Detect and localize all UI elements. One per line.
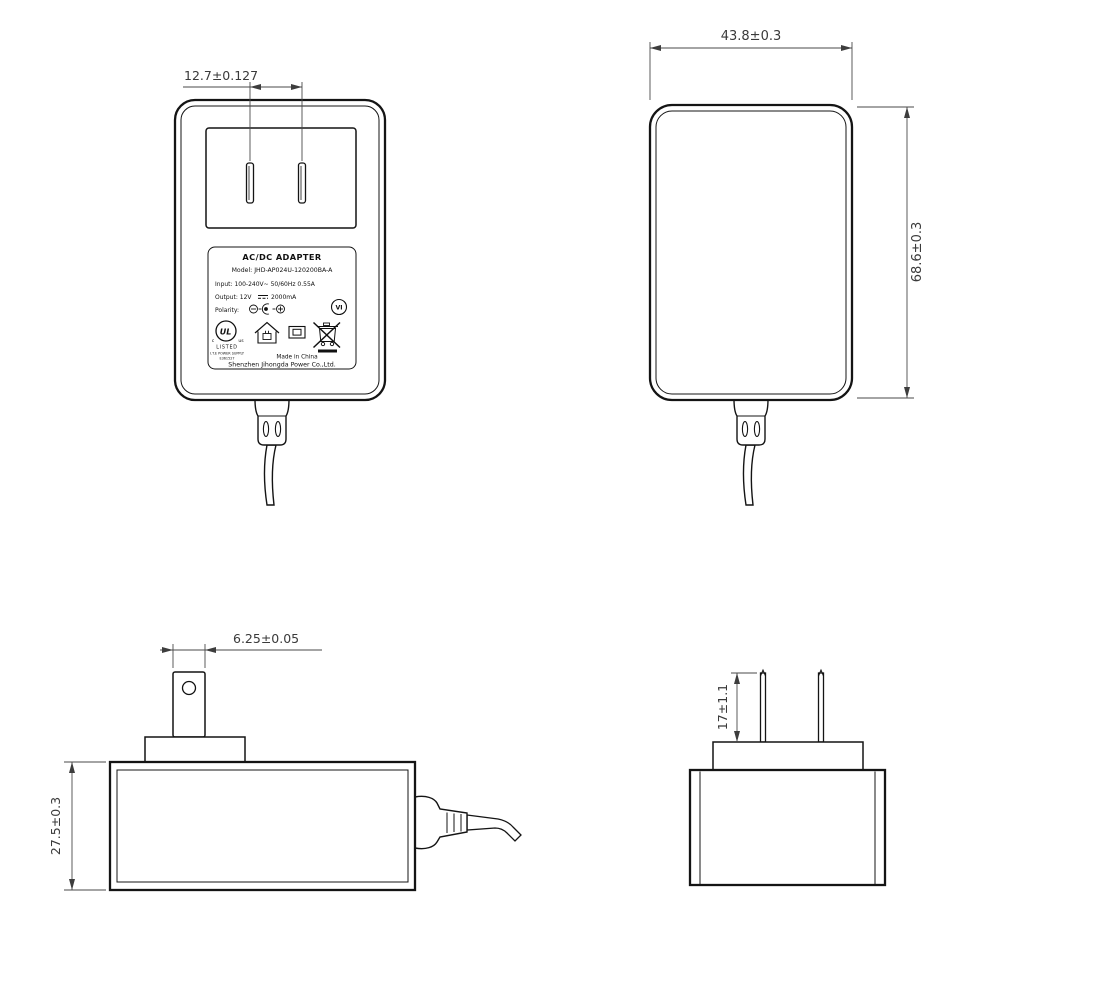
weee-bin-icon	[312, 321, 341, 353]
rating-label: AC/DC ADAPTER Model: JHD-AP024U-120200BA…	[207, 246, 357, 370]
side-body-inner-outline	[116, 769, 409, 883]
back-strain-relief	[733, 398, 769, 506]
bottom-view: 17±1.1	[688, 668, 887, 887]
label-model: Model: JHD-AP024U-120200BA-A	[232, 267, 334, 274]
weee-bar	[318, 349, 337, 353]
bottom-plug-platform	[712, 741, 864, 771]
label-input: Input: 100-240V~ 50/60Hz 0.55A	[215, 281, 316, 288]
label-title: AC/DC ADAPTER	[242, 252, 321, 262]
dim-body-height: 68.6±0.3	[857, 106, 925, 399]
ul-us: us	[238, 339, 244, 344]
dc-symbol-icon	[258, 295, 268, 299]
ul-file-number: E361527	[219, 357, 234, 361]
bottom-prong-left	[759, 668, 767, 743]
side-plug-base	[144, 736, 246, 763]
dim-prong-spacing-text: 12.7±0.127	[184, 68, 258, 83]
plug-prong-right	[297, 162, 307, 204]
double-insulated-icon	[288, 325, 306, 339]
efficiency-vi-icon: VI	[330, 298, 348, 316]
front-strain-relief	[254, 398, 290, 506]
dim-body-height-text: 68.6±0.3	[910, 222, 925, 283]
side-strain-relief	[414, 795, 468, 850]
bottom-prong-right	[817, 668, 825, 743]
indoor-use-icon	[254, 321, 280, 344]
ul-listed: LISTED	[216, 345, 238, 351]
front-view: AC/DC ADAPTER Model: JHD-AP024U-120200BA…	[173, 68, 387, 506]
dim-body-width-text: 43.8±0.3	[721, 29, 782, 44]
dim-blade-width-text: 6.25±0.05	[233, 631, 299, 646]
dim-body-thickness-text: 27.5±0.3	[48, 797, 63, 855]
dim-blade-width: 6.25±0.05	[160, 631, 322, 668]
dim-body-thickness: 27.5±0.3	[48, 761, 106, 891]
label-polarity: Polarity:	[215, 307, 239, 314]
label-output-prefix: Output: 12V	[215, 294, 252, 301]
polarity-symbol-icon	[249, 303, 285, 315]
efficiency-vi-text: VI	[335, 305, 342, 312]
label-output-suffix: 2000mA	[271, 294, 297, 301]
ite-power-supply: I.T.E POWER SUPPLY	[210, 352, 245, 356]
dim-prong-spacing: 12.7±0.127	[183, 68, 303, 161]
back-view: 43.8±0.3 68.6±0.3	[648, 29, 925, 506]
plug-prong-left	[245, 162, 255, 204]
side-view: 6.25±0.05 27.5±0.3	[48, 631, 522, 892]
dim-blade-length-text: 17±1.1	[715, 684, 730, 730]
ul-letters: UL	[220, 328, 232, 337]
side-cable	[466, 814, 522, 842]
dim-blade-length: 17±1.1	[715, 672, 757, 742]
company-name: Shenzhen Jihongda Power Co.,Ltd.	[228, 362, 335, 369]
made-in-china: Made in China	[276, 355, 318, 361]
back-body-inner-outline	[655, 110, 847, 395]
dim-body-width: 43.8±0.3	[649, 29, 853, 100]
ul-c: c	[212, 339, 215, 344]
bottom-body-outline	[688, 768, 887, 887]
ul-mark-icon: UL c us	[212, 320, 244, 344]
side-prong-hole	[181, 680, 197, 696]
front-plug-face	[205, 127, 357, 229]
